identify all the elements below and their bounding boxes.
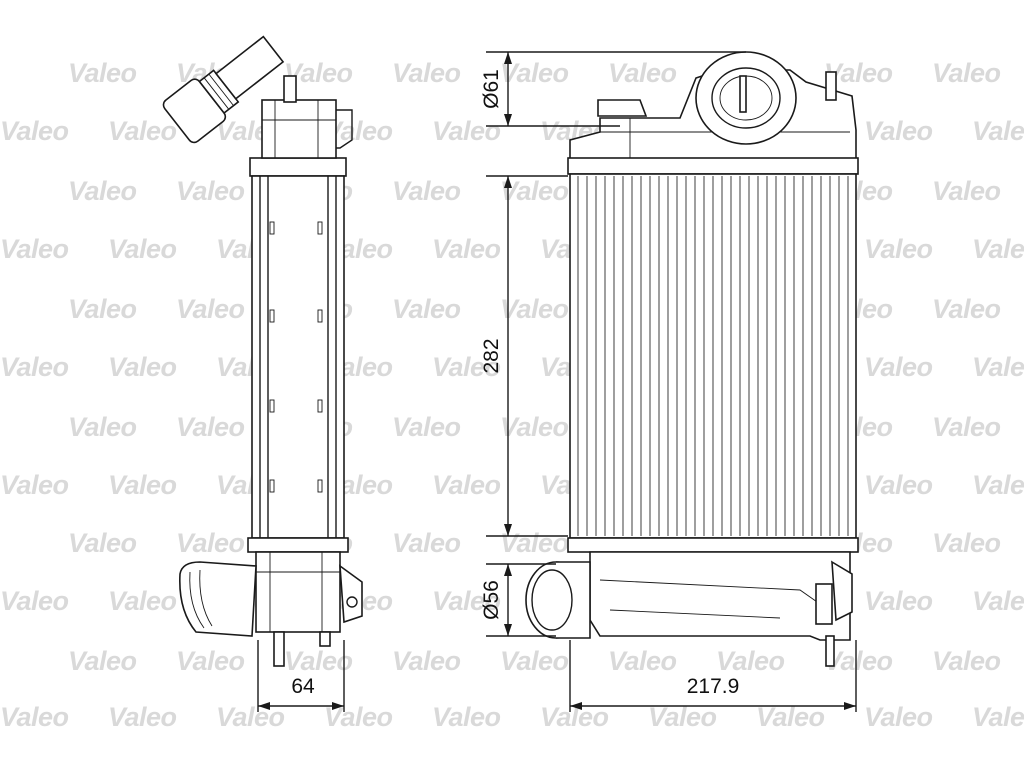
watermark-text: Valeo	[392, 646, 461, 676]
watermark-text: Valeo	[0, 234, 69, 264]
watermark-text: Valeo	[68, 412, 137, 442]
dim-top-outlet-diameter: Ø61	[480, 69, 503, 109]
watermark-text: Valeo	[0, 702, 69, 732]
watermark-text: Valeo	[392, 294, 461, 324]
watermark-text: Valeo	[608, 646, 677, 676]
watermark-text: Valeo	[392, 176, 461, 206]
watermark-text: Valeo	[108, 116, 177, 146]
watermark-text: Valeo	[500, 528, 569, 558]
watermark-text: Valeo	[972, 470, 1024, 500]
watermark-text: Valeo	[500, 412, 569, 442]
watermark-text: Valeo	[68, 294, 137, 324]
watermark-text: Valeo	[932, 528, 1001, 558]
watermark-text: Valeo	[108, 702, 177, 732]
watermark-text: Valeo	[432, 586, 501, 616]
watermark-text: Valeo	[972, 116, 1024, 146]
watermark-text: Valeo	[932, 646, 1001, 676]
watermark-text: Valeo	[0, 352, 69, 382]
core-fins	[577, 176, 849, 536]
watermark-text: Valeo	[176, 412, 245, 442]
watermark-text: Valeo	[68, 646, 137, 676]
watermark-text: Valeo	[108, 470, 177, 500]
watermark-text: Valeo	[500, 294, 569, 324]
watermark-text: Valeo	[176, 528, 245, 558]
watermark-text: Valeo	[68, 58, 137, 88]
dim-core-height: 282	[480, 338, 503, 373]
front-view: Ø61 282 Ø56 217.9	[480, 51, 859, 712]
watermark-text: Valeo	[972, 234, 1024, 264]
watermark-text: Valeo	[432, 352, 501, 382]
watermark-text: Valeo	[932, 412, 1001, 442]
dim-overall-width: 217.9	[687, 675, 740, 698]
watermark-text: Valeo	[392, 58, 461, 88]
dim-side-depth: 64	[291, 675, 315, 698]
watermark-text: Valeo	[864, 352, 933, 382]
side-view: 64	[162, 35, 363, 712]
watermark-text: Valeo	[972, 702, 1024, 732]
watermark-text: Valeo	[392, 412, 461, 442]
watermark-text: Valeo	[284, 646, 353, 676]
watermark-text: Valeo	[716, 646, 785, 676]
watermark-text: Valeo	[392, 528, 461, 558]
watermark-text: Valeo	[108, 352, 177, 382]
watermark-text: Valeo	[972, 586, 1024, 616]
watermark-text: Valeo	[68, 176, 137, 206]
watermark-text: Valeo	[0, 586, 69, 616]
watermark-text: Valeo	[972, 352, 1024, 382]
watermark-text: Valeo	[864, 702, 933, 732]
watermark-text: Valeo	[216, 702, 285, 732]
watermark-text: Valeo	[108, 234, 177, 264]
watermark-text: Valeo	[176, 176, 245, 206]
watermark-text: Valeo	[432, 470, 501, 500]
watermark-text: Valeo	[0, 470, 69, 500]
dim-bottom-inlet-diameter: Ø56	[480, 580, 503, 620]
watermark-text: Valeo	[932, 294, 1001, 324]
watermark-text: Valeo	[932, 58, 1001, 88]
watermark-text: Valeo	[824, 646, 893, 676]
watermark-text: Valeo	[500, 646, 569, 676]
watermark-text: Valeo	[864, 470, 933, 500]
watermark-text: Valeo	[176, 646, 245, 676]
watermark-text: Valeo	[432, 234, 501, 264]
watermark-text: Valeo	[432, 702, 501, 732]
watermark-text: Valeo	[864, 234, 933, 264]
watermark-text: Valeo	[756, 702, 825, 732]
watermark-text: Valeo	[500, 176, 569, 206]
watermark-text: Valeo	[68, 528, 137, 558]
watermark-text: Valeo	[864, 116, 933, 146]
watermark-text: Valeo	[608, 58, 677, 88]
watermark-text: Valeo	[108, 586, 177, 616]
watermark-text: Valeo	[932, 176, 1001, 206]
watermark-text: Valeo	[648, 702, 717, 732]
watermark-text: Valeo	[432, 116, 501, 146]
watermark-text: Valeo	[176, 294, 245, 324]
watermark-text: Valeo	[864, 586, 933, 616]
watermark-text: Valeo	[0, 116, 69, 146]
